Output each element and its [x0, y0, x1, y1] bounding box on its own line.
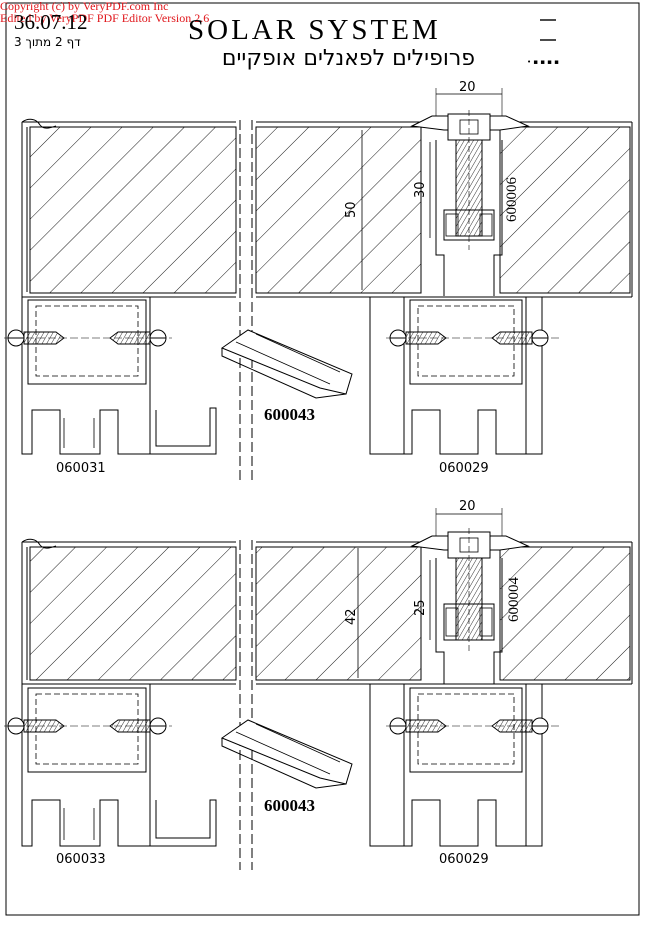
page-number: דף 2 מתוך 3 — [14, 35, 81, 49]
page-title: SOLAR SYSTEM — [188, 14, 441, 46]
dim-panel-top: 50 — [344, 201, 359, 218]
svg-text:• ▪ ▪ ▪ ▪: • ▪ ▪ ▪ ▪ — [527, 58, 559, 66]
page-subtitle: פרופילים לפאנלים אופקיים — [221, 46, 475, 71]
document-number: 36.07.12 — [14, 10, 88, 34]
left-profile-label-bottom: 060033 — [56, 852, 106, 867]
dim-width-top: 20 — [459, 80, 476, 95]
watermark-copyright: Copyright (c) by VeryPDF.com Inc — [0, 0, 169, 13]
bolt-part-top: 600006 — [504, 177, 520, 222]
page-frame — [5, 2, 640, 916]
dim-bolt-bottom: 25 — [413, 599, 428, 616]
dim-width-bottom: 20 — [459, 499, 476, 514]
left-profile-label-top: 060031 — [56, 461, 106, 476]
watermark-editor: Edited by VeryPDF PDF Editor Version 2.6 — [0, 11, 210, 25]
dim-panel-bottom: 42 — [344, 608, 359, 625]
top-assembly-drawing — [4, 88, 633, 480]
clip-part-label-top: 600043 — [264, 405, 315, 424]
bolt-part-bottom: 600004 — [506, 577, 522, 622]
bottom-assembly-drawing — [4, 508, 633, 870]
dim-bolt-top: 30 — [413, 181, 428, 198]
right-profile-label-bottom: 060029 — [439, 852, 489, 867]
clip-part-label-bottom: 600043 — [264, 796, 315, 815]
right-profile-label-top: 060029 — [439, 461, 489, 476]
